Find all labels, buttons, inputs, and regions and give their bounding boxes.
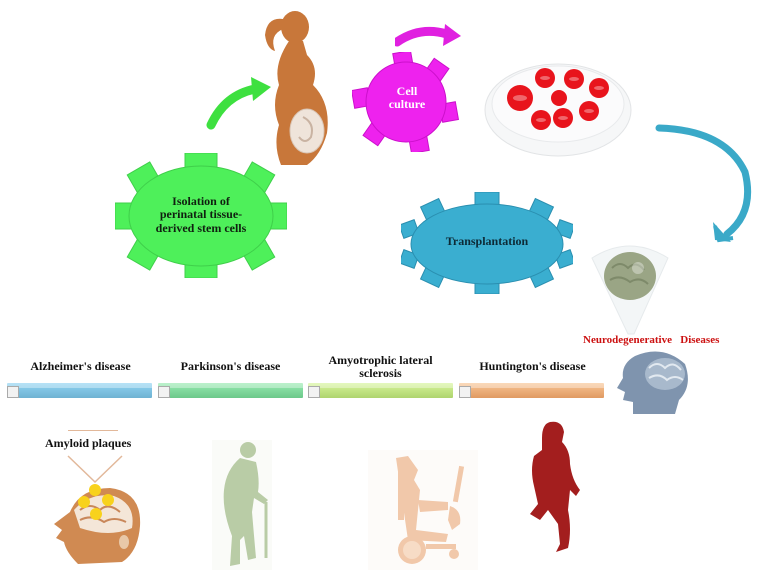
isolation-label-line2: perinatal tissue- [159, 207, 243, 222]
alzheimers-bar [7, 383, 152, 398]
als-label: Amyotrophic lateral sclerosis [308, 353, 453, 381]
amyloid-label: Amyloid plaques [45, 436, 132, 450]
parkinsons-figure-icon [212, 440, 272, 570]
cell-culture-gear [352, 52, 460, 152]
bar-shine [7, 383, 152, 388]
als-label-line1: Amyotrophic lateral [328, 353, 433, 367]
amyloid-head-icon [54, 455, 141, 564]
blue-arrow-icon [655, 124, 752, 243]
bar-tab [158, 386, 170, 398]
alzheimers-label: Alzheimer's disease [30, 359, 131, 373]
bar-shine [308, 383, 453, 388]
isolation-gear [115, 153, 287, 278]
parkinsons-label: Parkinson's disease [180, 359, 281, 373]
green-arrow-icon [206, 77, 271, 130]
brain-cone-icon [591, 245, 669, 335]
als-label-line2: sclerosis [359, 366, 402, 381]
huntingtons-bar [459, 383, 604, 398]
head-brain-icon [617, 351, 688, 414]
als-bar [308, 383, 453, 398]
bar-tab [308, 386, 320, 398]
neurodegenerative-title: Neurodegenerative Diseases [583, 334, 720, 346]
isolation-label-line3: derived stem cells [155, 220, 247, 235]
isolation-label-line1: Isolation of [172, 194, 230, 209]
als-wheelchair-icon [368, 450, 478, 570]
pregnant-woman-icon [265, 11, 328, 165]
cell-culture-label: Cell culture [380, 80, 434, 116]
bar-tab [459, 386, 471, 398]
petri-dish-icon [484, 63, 632, 157]
cell-culture-label-line2: culture [388, 97, 426, 111]
magenta-arrow-icon [395, 24, 461, 47]
transplantation-label-text: Transplantation [445, 234, 529, 249]
bar-shine [459, 383, 604, 388]
bar-tab [7, 386, 19, 398]
transplantation-label: Transplantation [411, 232, 563, 252]
huntingtons-label: Huntington's disease [479, 359, 586, 373]
parkinsons-bar [158, 383, 303, 398]
isolation-label: Isolation of perinatal tissue- derived s… [135, 190, 267, 240]
bar-shine [158, 383, 303, 388]
transplantation-gear [401, 192, 573, 294]
huntingtons-figure-icon [530, 421, 580, 552]
cell-culture-label-line1: Cell [396, 83, 418, 98]
amyloid-line [68, 430, 118, 431]
